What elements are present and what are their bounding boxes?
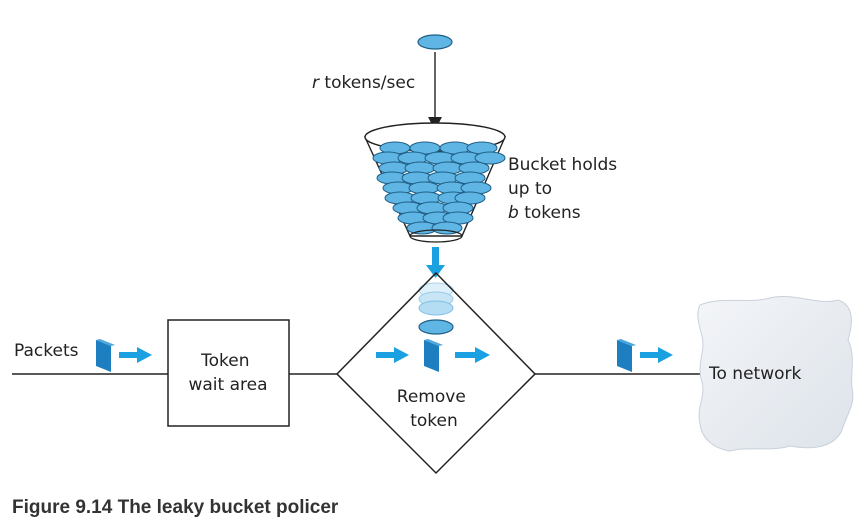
token-wait-area-box xyxy=(167,319,290,427)
packet-icon-policer xyxy=(376,339,490,372)
token-wait-area-label: Token wait area xyxy=(188,351,267,395)
token-flow-arrow xyxy=(426,247,445,278)
packet-icon-input xyxy=(96,339,152,372)
bucket-token xyxy=(474,151,506,165)
packets-label: Packets xyxy=(14,341,79,361)
rate-label: r tokens/sec xyxy=(312,73,415,93)
token-stack xyxy=(418,282,454,335)
network-cloud xyxy=(697,296,854,452)
token-bucket xyxy=(363,122,507,243)
remove-token-label: Remove token xyxy=(397,387,471,431)
remove-token-diamond xyxy=(335,271,537,475)
network-label: To network xyxy=(708,364,801,384)
bucket-token xyxy=(431,221,463,235)
packet-icon-output xyxy=(617,339,673,372)
bucket-label: Bucket holds up to b tokens xyxy=(508,155,623,223)
figure-caption: Figure 9.14 The leaky bucket policer xyxy=(12,497,339,518)
incoming-token xyxy=(417,34,453,50)
